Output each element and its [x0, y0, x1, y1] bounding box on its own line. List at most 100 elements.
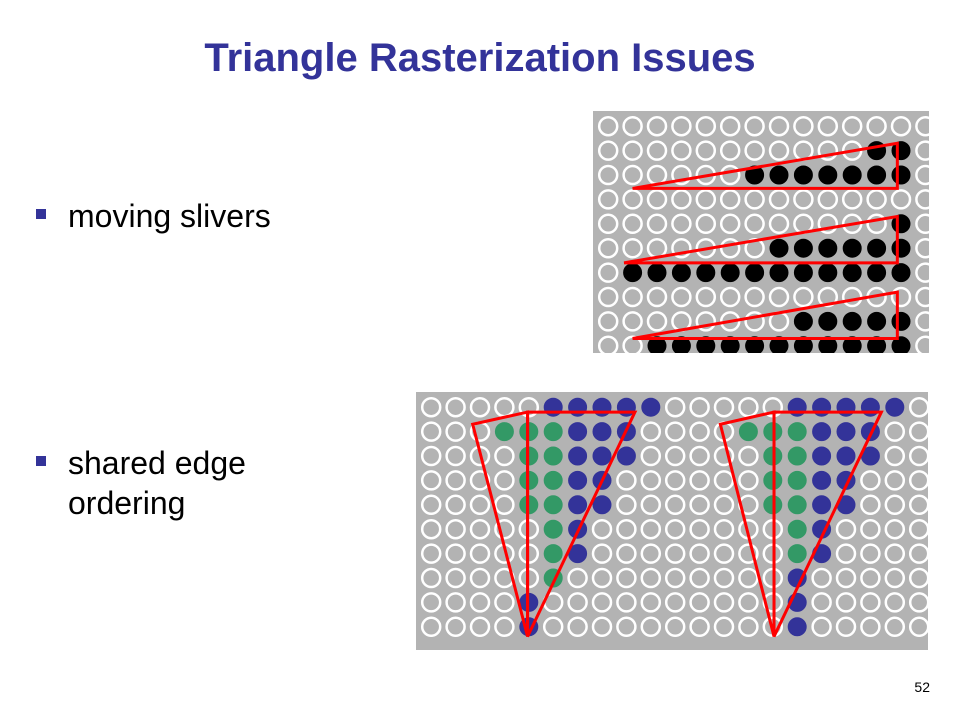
empty-pixel	[793, 189, 814, 210]
empty-pixel	[884, 616, 906, 638]
empty-pixel	[671, 189, 692, 210]
empty-pixel	[445, 445, 466, 467]
filled-pixel-black	[696, 336, 716, 353]
empty-pixel	[695, 213, 717, 235]
filled-pixel-black	[891, 238, 911, 258]
filled-pixel-black	[745, 336, 765, 353]
empty-pixel	[695, 189, 717, 210]
empty-pixel	[811, 616, 832, 638]
triangle-edge	[526, 410, 638, 638]
empty-pixel	[622, 189, 643, 210]
empty-pixel	[890, 189, 912, 210]
empty-pixel	[915, 140, 929, 161]
empty-pixel	[640, 543, 662, 564]
empty-pixel	[860, 470, 881, 491]
empty-pixel	[671, 286, 692, 308]
empty-pixel	[866, 213, 887, 235]
filled-pixel-black	[891, 336, 911, 353]
empty-pixel	[622, 213, 643, 235]
filled-pixel-black	[818, 263, 838, 283]
bullet-marker-icon	[36, 209, 46, 219]
filled-pixel-black	[867, 263, 887, 283]
empty-pixel	[811, 567, 832, 589]
empty-pixel	[567, 616, 588, 638]
empty-pixel	[616, 470, 637, 491]
empty-pixel	[646, 213, 668, 235]
empty-pixel	[445, 421, 466, 442]
empty-pixel	[616, 567, 637, 589]
empty-pixel	[494, 518, 515, 540]
empty-pixel	[494, 494, 515, 516]
empty-pixel	[915, 335, 929, 353]
empty-pixel	[695, 311, 717, 332]
empty-pixel	[597, 140, 619, 161]
empty-pixel	[597, 262, 619, 283]
empty-pixel	[713, 567, 735, 589]
filled-pixel-green	[494, 422, 514, 442]
empty-pixel	[664, 616, 686, 638]
empty-pixel	[866, 189, 887, 210]
bullet-item-shared-edge-ordering: shared edge ordering	[36, 443, 246, 523]
filled-pixel-black	[769, 263, 789, 283]
empty-pixel	[640, 592, 662, 613]
empty-pixel	[591, 616, 613, 638]
filled-pixel-black	[623, 263, 643, 283]
empty-pixel	[622, 164, 643, 186]
empty-pixel	[719, 213, 741, 235]
empty-pixel	[713, 445, 735, 467]
empty-pixel	[915, 189, 929, 210]
empty-pixel	[597, 164, 619, 186]
filled-pixel-black	[818, 165, 838, 185]
empty-pixel	[908, 494, 928, 516]
empty-pixel	[591, 518, 613, 540]
empty-pixel	[640, 445, 662, 467]
empty-pixel	[646, 189, 668, 210]
empty-pixel	[768, 213, 790, 235]
empty-pixel	[591, 592, 613, 613]
empty-pixel	[640, 616, 662, 638]
empty-pixel	[719, 237, 741, 259]
empty-pixel	[841, 115, 863, 137]
empty-pixel	[738, 470, 759, 491]
empty-pixel	[713, 494, 735, 516]
filled-pixel-black	[867, 336, 887, 353]
bullet-item-moving-slivers: moving slivers	[36, 196, 271, 236]
empty-pixel	[671, 164, 692, 186]
empty-pixel	[622, 311, 643, 332]
empty-pixel	[884, 470, 906, 491]
filled-pixel-green	[738, 422, 758, 442]
empty-pixel	[445, 592, 466, 613]
filled-pixel-black	[818, 311, 838, 331]
empty-pixel	[640, 567, 662, 589]
empty-pixel	[664, 543, 686, 564]
empty-pixel	[469, 543, 491, 564]
filled-pixel-black	[818, 238, 838, 258]
empty-pixel	[908, 616, 928, 638]
filled-pixel-black	[867, 311, 887, 331]
filled-pixel-black	[769, 336, 789, 353]
empty-pixel	[671, 237, 692, 259]
filled-pixel-black	[647, 263, 667, 283]
empty-pixel	[445, 470, 466, 491]
bullet-text: shared edge ordering	[68, 445, 246, 521]
empty-pixel	[908, 592, 928, 613]
empty-pixel	[738, 396, 759, 418]
filled-pixel-green	[787, 446, 807, 466]
filled-pixel-black	[793, 165, 813, 185]
empty-pixel	[738, 567, 759, 589]
empty-pixel	[445, 543, 466, 564]
filled-pixel-blue	[568, 422, 588, 442]
filled-pixel-blue	[568, 470, 588, 490]
empty-pixel	[817, 115, 839, 137]
filled-pixel-blue	[836, 422, 856, 442]
empty-pixel	[689, 543, 710, 564]
filled-pixel-blue	[568, 446, 588, 466]
empty-pixel	[713, 518, 735, 540]
empty-pixel	[597, 213, 619, 235]
empty-pixel	[597, 286, 619, 308]
empty-pixel	[884, 567, 906, 589]
empty-pixel	[719, 140, 741, 161]
empty-pixel	[713, 396, 735, 418]
empty-pixel	[646, 140, 668, 161]
empty-pixel	[469, 396, 491, 418]
